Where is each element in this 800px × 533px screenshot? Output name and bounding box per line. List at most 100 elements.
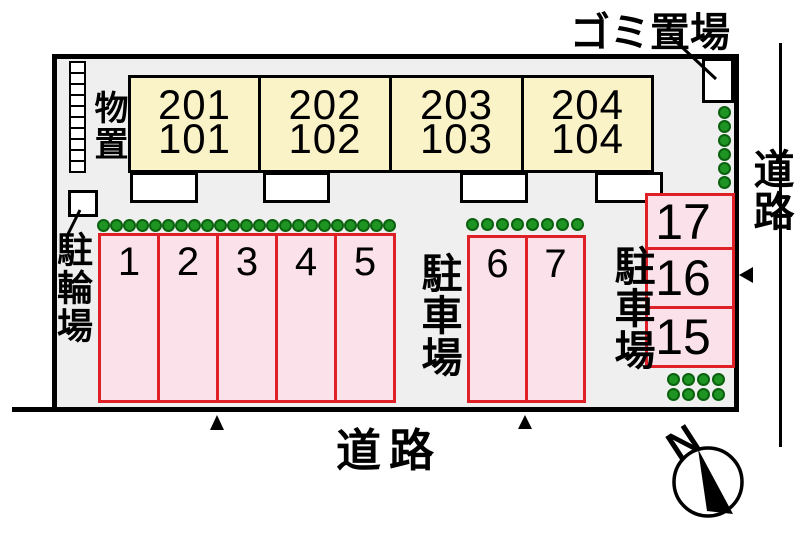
parking-space-3: 3 xyxy=(216,233,278,403)
space-number: 16 xyxy=(655,250,711,306)
bicycle-parking-box xyxy=(68,190,98,217)
tree-icon xyxy=(718,148,731,161)
tree-icon xyxy=(318,219,331,232)
hedge-row-middle xyxy=(466,218,584,231)
tree-icon xyxy=(149,219,162,232)
tree-icon xyxy=(718,106,731,119)
tree-icon xyxy=(526,218,539,231)
tree-icon xyxy=(188,219,201,232)
space-number: 5 xyxy=(353,240,377,284)
tree-icon xyxy=(667,373,680,386)
porch-2 xyxy=(263,172,330,203)
space-number: 1 xyxy=(117,240,141,284)
parking-lot-label-center: 駐車場 xyxy=(415,252,461,378)
space-number: 6 xyxy=(486,242,509,286)
parking-space-4: 4 xyxy=(275,233,337,403)
tree-icon xyxy=(496,218,509,231)
parking-column-right: 17 16 15 xyxy=(645,193,735,368)
tree-icon xyxy=(370,219,383,232)
hedge-row-main xyxy=(97,219,396,232)
tree-icon xyxy=(357,219,370,232)
tree-icon xyxy=(511,218,524,231)
tree-icon xyxy=(110,219,123,232)
tree-icon xyxy=(718,162,731,175)
road-edge-bottom xyxy=(12,407,737,412)
tree-icon xyxy=(305,219,318,232)
parking-space-7: 7 xyxy=(525,235,586,403)
tree-icon xyxy=(253,219,266,232)
hedge-cluster-row-1 xyxy=(667,373,725,386)
tree-icon xyxy=(481,218,494,231)
parking-space-15: 15 xyxy=(645,306,735,368)
compass-circle xyxy=(672,446,744,518)
porch-3 xyxy=(460,172,528,203)
space-number: 3 xyxy=(235,240,259,284)
tree-icon xyxy=(240,219,253,232)
garbage-label: ゴミ置場 xyxy=(570,11,730,55)
tree-icon xyxy=(712,373,725,386)
tree-icon xyxy=(712,388,725,401)
tree-icon xyxy=(175,219,188,232)
hedge-cluster-row-2 xyxy=(667,388,725,401)
parking-space-1: 1 xyxy=(98,233,160,403)
tree-icon xyxy=(227,219,240,232)
tree-icon xyxy=(136,219,149,232)
road-edge-right xyxy=(779,43,782,447)
parking-row-middle: 6 7 xyxy=(467,235,586,403)
tree-icon xyxy=(556,218,569,231)
tree-icon xyxy=(201,219,214,232)
tree-icon xyxy=(718,120,731,133)
entrance-marker-left-icon xyxy=(739,267,753,283)
tree-icon xyxy=(214,219,227,232)
tree-icon xyxy=(682,373,695,386)
entrance-marker-icon xyxy=(518,415,532,429)
porch-1 xyxy=(130,172,198,203)
tree-icon xyxy=(344,219,357,232)
tree-icon xyxy=(697,388,710,401)
storage-label: 物置 xyxy=(89,90,127,162)
parking-row-main: 1 2 3 4 5 xyxy=(98,233,396,403)
tree-icon xyxy=(667,388,680,401)
space-number: 4 xyxy=(294,240,318,284)
tree-icon xyxy=(162,219,175,232)
parking-space-2: 2 xyxy=(157,233,219,403)
tree-icon xyxy=(718,134,731,147)
space-number: 2 xyxy=(176,240,200,284)
road-label-bottom: 道路 xyxy=(336,425,443,476)
tree-icon xyxy=(292,219,305,232)
space-number: 7 xyxy=(544,242,567,286)
parking-space-16: 16 xyxy=(645,247,735,309)
compass-north-label: N xyxy=(659,416,707,469)
tree-icon xyxy=(97,219,110,232)
storage-unit-stack xyxy=(69,61,86,173)
hedge-column-right xyxy=(718,106,731,189)
road-label-right: 道路 xyxy=(747,148,793,232)
bicycle-parking-label: 駐輪場 xyxy=(52,231,93,345)
compass: N xyxy=(659,416,744,518)
tree-icon xyxy=(266,219,279,232)
parking-lot-label-right: 駐車場 xyxy=(608,245,654,371)
space-number: 17 xyxy=(655,193,711,250)
tree-icon xyxy=(123,219,136,232)
tree-icon xyxy=(383,219,396,232)
parking-space-5: 5 xyxy=(334,233,396,403)
space-number: 15 xyxy=(655,309,711,365)
tree-icon xyxy=(718,176,731,189)
tree-icon xyxy=(571,218,584,231)
compass-needle-icon xyxy=(698,449,733,514)
storage-unit xyxy=(69,160,86,173)
tree-icon xyxy=(541,218,554,231)
tree-icon xyxy=(466,218,479,231)
entrance-marker-icon xyxy=(210,415,224,430)
tree-icon xyxy=(697,373,710,386)
tree-icon xyxy=(279,219,292,232)
garbage-box xyxy=(702,58,734,103)
